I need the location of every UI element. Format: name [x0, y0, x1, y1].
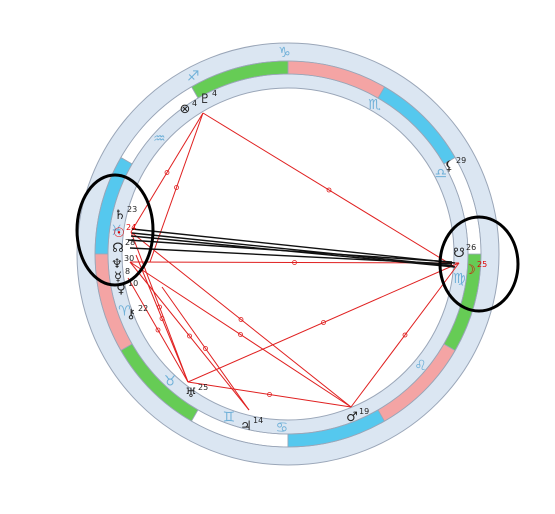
left-highlight-ellipse	[75, 173, 155, 287]
chiron-glyph: ⚷	[126, 307, 136, 322]
moon-degree: 25	[477, 260, 487, 269]
aspect-marker	[203, 346, 208, 351]
mars-glyph: ♂	[346, 410, 358, 425]
lilith-degree: 29	[456, 156, 466, 165]
jupiter-glyph: ♃	[240, 419, 252, 434]
zodiac-sign-glyph: ♑	[278, 45, 291, 61]
moon-glyph: ☽	[464, 263, 476, 278]
mercury-glyph: ☿	[114, 270, 122, 285]
zodiac-sign-glyph: ♍	[453, 271, 466, 287]
zodiac-sign-glyph: ♐	[187, 69, 200, 85]
north-node-glyph: ☊	[112, 241, 124, 256]
zodiac-ring: ♑ ♐ ♏ ♎ ♍ ♌ ♋ ♊ ♉ ♈ ♓ ♒	[76, 42, 500, 466]
aspect-marker	[174, 185, 179, 190]
aspect-line-red	[130, 231, 189, 383]
venus-degree: 10	[128, 279, 138, 288]
aspect-line-red	[129, 261, 250, 411]
part-of-fortune-degree: 4	[192, 99, 197, 108]
aspect-line-red	[129, 261, 352, 408]
planet-glyphs: ♇4⊗4⚸29♄23☉24☊28♆30☿8♀10⚷22♅25♃14♂19☋26☽…	[111, 89, 487, 434]
mercury-degree: 8	[125, 267, 130, 276]
aspect-line-red	[161, 286, 250, 411]
zodiac-sign-glyph: ♎	[434, 166, 447, 182]
sun-glyph: ☉	[113, 226, 125, 241]
aspect-line-red	[187, 381, 352, 408]
neptune-degree: 30	[124, 254, 134, 263]
lilith-glyph: ⚸	[444, 159, 454, 174]
zodiac-sign-glyph: ♌	[414, 358, 427, 374]
saturn-glyph: ♄	[114, 208, 126, 223]
zodiac-sign-glyph: ♊	[223, 410, 236, 426]
highlight-annotations	[75, 173, 520, 313]
sun-degree: 24	[126, 223, 136, 232]
aspect-marker	[292, 260, 297, 265]
aspect-line-black	[131, 232, 454, 267]
aspect-marker	[164, 170, 170, 175]
saturn-degree: 23	[127, 205, 137, 214]
aspect-line-red	[149, 112, 204, 263]
neptune-glyph: ♆	[111, 257, 123, 272]
aspect-marker	[402, 332, 408, 338]
zodiac-sign-glyph: ♋	[276, 420, 289, 436]
aspect-line-red	[202, 112, 456, 268]
aspect-marker	[159, 316, 165, 321]
south-node-glyph: ☋	[453, 246, 465, 261]
zodiac-sign-glyph: ♉	[164, 374, 177, 390]
aspect-line-red	[130, 231, 352, 408]
zodiac-sign-glyph: ♓	[110, 223, 123, 239]
venus-glyph: ♀	[116, 282, 126, 297]
chiron-degree: 22	[138, 304, 148, 313]
pluto-degree: 4	[212, 89, 217, 98]
aspect-marker	[187, 333, 192, 339]
aspect-marker	[155, 327, 161, 333]
aspect-line-black	[129, 247, 453, 265]
pluto-glyph: ♇	[199, 92, 211, 107]
uranus-degree: 25	[198, 383, 208, 392]
right-highlight-ellipse	[438, 215, 520, 313]
uranus-glyph: ♅	[185, 386, 197, 401]
aspect-line-red	[350, 262, 460, 408]
aspect-marker	[267, 392, 272, 397]
band-inner-edge	[107, 73, 469, 435]
south-node-degree: 26	[466, 243, 476, 252]
north-node-degree: 28	[125, 238, 135, 247]
jupiter-degree: 14	[253, 416, 263, 425]
aspect-line-red	[130, 112, 204, 233]
aspect-line-red	[187, 262, 460, 383]
zodiac-sign-glyph: ♏	[368, 97, 381, 113]
mars-degree: 19	[359, 407, 369, 416]
aspect-line-black	[127, 239, 453, 263]
aspect-lines	[127, 112, 460, 411]
aspect-marker	[238, 332, 243, 337]
aspect-line-black	[131, 228, 456, 264]
zodiac-sign-glyph: ♒	[153, 131, 166, 147]
aspect-line-red	[135, 254, 189, 383]
inner-wheel	[121, 87, 455, 421]
band-outer-edge	[94, 60, 482, 448]
aspect-marker	[321, 320, 326, 325]
aspect-marker	[326, 187, 332, 193]
aspect-marker	[238, 317, 244, 322]
zodiac-sign-glyph: ♈	[118, 303, 131, 319]
part-of-fortune-glyph: ⊗	[180, 102, 191, 117]
aspect-line-red	[127, 277, 189, 383]
